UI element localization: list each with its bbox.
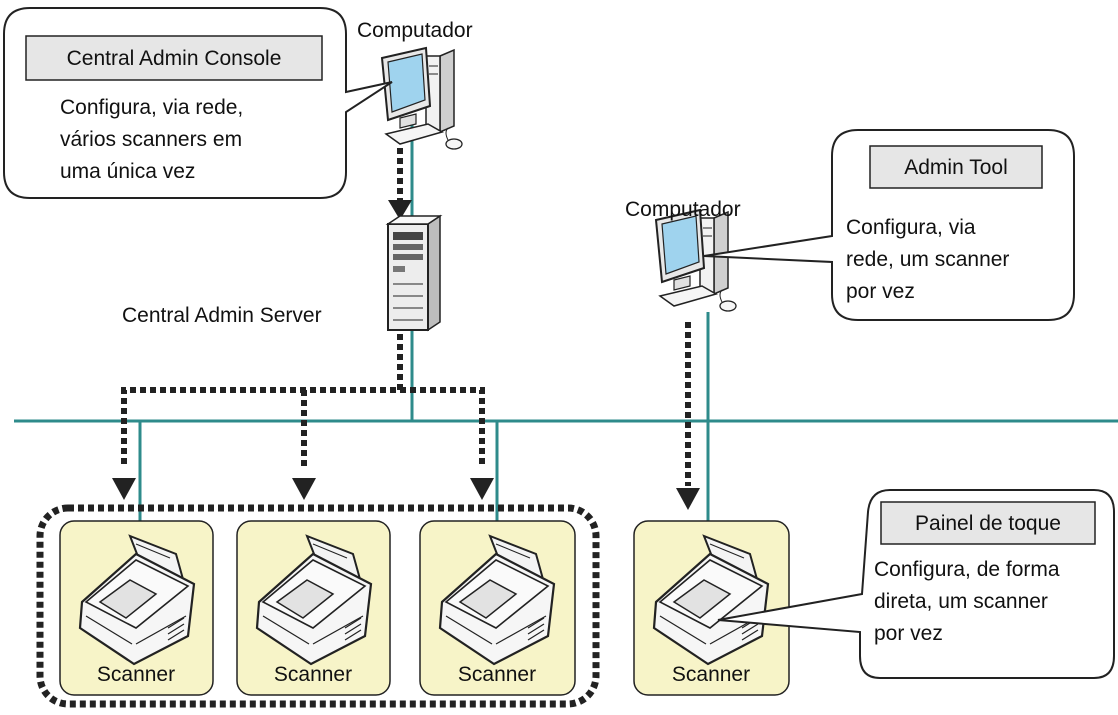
callout-line: por vez [874, 622, 943, 645]
title-box [880, 501, 1096, 545]
title-box [869, 145, 1043, 189]
callout-line: por vez [846, 280, 915, 303]
scanner-unit-3: Scanner [419, 520, 576, 696]
callout-admin-tool: Admin Tool Configura, via rede, um scann… [703, 129, 1075, 321]
callout-line: rede, um scanner [846, 248, 1009, 271]
computer-icon-top [381, 47, 463, 150]
server-tower-icon [385, 214, 443, 332]
scanner-group-border [36, 504, 600, 708]
arrowheads [112, 200, 700, 510]
scanner-label: Scanner [274, 663, 352, 686]
scanner-label: Scanner [672, 663, 750, 686]
callout-line: Configura, de forma [874, 558, 1060, 581]
callout-line: Configura, via [846, 216, 976, 239]
computer-label-right: Computador [625, 198, 741, 221]
callout-line: direta, um scanner [874, 590, 1048, 613]
arrowhead-to-scanner-3 [470, 478, 494, 500]
arrowhead-to-server [388, 200, 412, 220]
computer-icon-right [655, 209, 737, 312]
scanner-label: Scanner [97, 663, 175, 686]
callout-line: uma única vez [60, 160, 195, 183]
callout-title: Painel de toque [915, 512, 1061, 535]
arrowhead-to-scanner-1 [112, 478, 136, 500]
callout-line: vários scanners em [60, 128, 242, 151]
scanner-label: Scanner [458, 663, 536, 686]
server-label: Central Admin Server [122, 304, 322, 327]
scanner-unit-1: Scanner [59, 520, 214, 696]
arrowhead-to-scanner-2 [292, 478, 316, 500]
callout-central-admin-console: Central Admin Console Configura, via red… [3, 7, 393, 199]
computer-label-top: Computador [357, 19, 473, 42]
callout-touch-panel: Painel de toque Configura, de forma dire… [717, 489, 1115, 679]
management-paths [121, 148, 691, 486]
callout-line: Configura, via rede, [60, 96, 243, 119]
scanner-unit-4: Scanner [633, 520, 790, 696]
title-box [25, 35, 323, 81]
callout-title: Admin Tool [904, 156, 1008, 179]
scanner-unit-2: Scanner [236, 520, 391, 696]
callout-title: Central Admin Console [67, 47, 282, 70]
arrowhead-to-scanner-4 [676, 488, 700, 510]
